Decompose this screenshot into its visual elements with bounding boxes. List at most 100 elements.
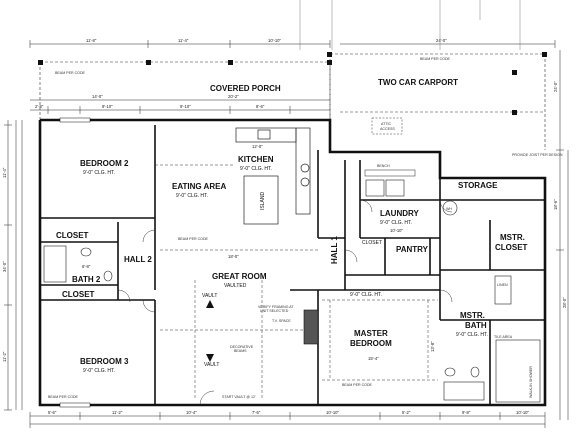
great-room-vaulted: VAULTED [224,283,247,289]
interior-walls [40,125,545,405]
attic-access-hatch [371,117,403,135]
dim-top-c: 10'-10" [268,38,282,43]
hall1-label: HALL 1 [330,236,339,264]
bedroom3-ceiling-height: 9'-0" CLG. HT. [83,368,115,374]
two-car-carport-label: TWO CAR CARPORT [378,78,458,87]
mstr-closet-label-2: CLOSET [495,243,528,252]
closet-lower-label: CLOSET [62,290,95,299]
dim-row2-c: 9'-10" [180,104,191,109]
covered-porch-outline [39,61,331,120]
note-beam-bedroom3: BEAM PER CODE [48,395,79,399]
note-decorative-beams: DECORATIVE [230,345,254,349]
master-ceiling-height: 9'-0" CLG. HT. [350,292,382,298]
dim-bot-g: 9'-8" [462,410,471,415]
note-beam-master: BEAM PER CODE [342,383,373,387]
water-heater-label: WH [446,207,452,211]
bedroom2-ceiling-height: 9'-0" CLG. HT. [83,170,115,176]
pantry-label: PANTRY [396,245,429,254]
window-bedroom3 [59,402,91,408]
dim-row2-d: 8'-6" [256,104,265,109]
fireplace-hearth [303,309,319,345]
dim-bot-a: 5'-6" [48,410,57,415]
great-room-label: GREAT ROOM [212,272,267,281]
dim-bot-h: 10'-10" [516,410,530,415]
linen-label: LINEN [497,283,508,287]
note-decorative-beams-2: BEAMS [234,349,247,353]
dim-porch-w2: 20'-2" [228,94,239,99]
carport-guide-lines [299,0,521,50]
kitchen-counters [235,127,311,225]
porch-post [228,60,233,65]
hall2-label: HALL 2 [124,255,152,264]
dim-bot-c: 10'-4" [186,410,197,415]
porch-post [38,60,43,65]
dim-bot-f: 5'-2" [402,410,411,415]
attic-access-label: ATTIC [381,122,392,126]
kitchen-label: KITCHEN [238,155,274,164]
note-verify-framing: VERIFY FRAMING AT [258,305,294,309]
dim-great-room-w: 18'-0" [228,254,239,259]
storage-label: STORAGE [458,181,498,190]
dim-kitchen-w: 12'-0" [252,144,263,149]
vault-label-2: VAULT [204,362,219,368]
bedroom3-label: BEDROOM 3 [80,357,129,366]
dim-bot-b: 11'-2" [112,410,123,415]
dim-top-d: 24'-0" [436,38,447,43]
tile-area-label: TILE AREA [494,335,513,339]
dim-bath-w: 6'-8" [82,264,91,269]
attic-access-label-2: ACCESS [380,127,395,131]
dim-master-w: 15'-4" [368,356,379,361]
window-bedroom2 [59,117,91,123]
note-start-vault: START VAULT @ 12' [222,395,256,399]
laundry-label: LAUNDRY [380,209,419,218]
master-label-1: MASTER [354,329,388,338]
closet-upper-label: CLOSET [56,231,89,240]
island-label: ISLAND [260,192,266,210]
eating-area-label: EATING AREA [172,182,226,191]
bath2-label: BATH 2 [72,275,101,284]
dim-porch-w: 14'-0" [92,94,103,99]
walk-in-shower-label: WALK-IN SHOWER [529,366,533,398]
porch-post [327,60,332,65]
dim-row2-b: 9'-10" [102,104,113,109]
carport-post [512,70,517,75]
dim-top-a: 11'-8" [86,38,97,43]
closet-small-label: CLOSET [362,240,382,246]
bench-label: BENCH [377,164,390,168]
carport-post [512,110,517,115]
bench [364,169,416,177]
mstr-closet-label-1: MSTR. [500,233,525,242]
covered-porch-label: COVERED PORCH [210,84,281,93]
dim-bot-d: 7'-6" [252,410,261,415]
dim-right-c: 28'-0" [562,297,567,308]
dim-left-b: 34'-0" [2,261,7,272]
right-dimension-lines [556,50,569,420]
bottom-dimension-lines [29,412,546,428]
bath2-fixtures [43,245,113,283]
carport-post [327,52,332,57]
note-beam-carport: BEAM PER CODE [420,57,451,61]
laundry-ceiling-height: 9'-0" CLG. HT. [380,220,412,226]
bedroom2-label: BEDROOM 2 [80,159,129,168]
dim-left-c: 11'-2" [2,351,7,362]
kitchen-ceiling-height: 9'-0" CLG. HT. [240,166,272,172]
dim-laundry-w: 10'-10" [390,228,404,233]
master-label-2: BEDROOM [350,339,392,348]
mstr-bath-label-1: MSTR. [460,311,485,320]
mstr-bath-ceiling-height: 9'-0" CLG. HT. [456,332,488,338]
top-dimension-lines [29,40,556,114]
tv-space-label: T.V. SPACE [272,319,291,323]
dim-row2-a: 2'-8" [35,104,44,109]
dim-bot-e: 10'-10" [326,410,340,415]
dashed-beam-lines [155,164,438,400]
note-beam-porch: BEAM PER CODE [55,71,86,75]
dim-left-a: 11'-4" [2,167,7,178]
mstr-bath-label-2: BATH [465,321,487,330]
note-provide-joist: PROVIDE JOIST PER DESIGN [512,153,563,157]
master-bath-fixtures [443,275,541,403]
dim-top-b: 11'-4" [178,38,189,43]
eating-area-ceiling-height: 9'-0" CLG. HT. [176,193,208,199]
note-beam-great-room: BEAM PER CODE [178,237,209,241]
dim-right-b: 18'-6" [553,199,558,210]
